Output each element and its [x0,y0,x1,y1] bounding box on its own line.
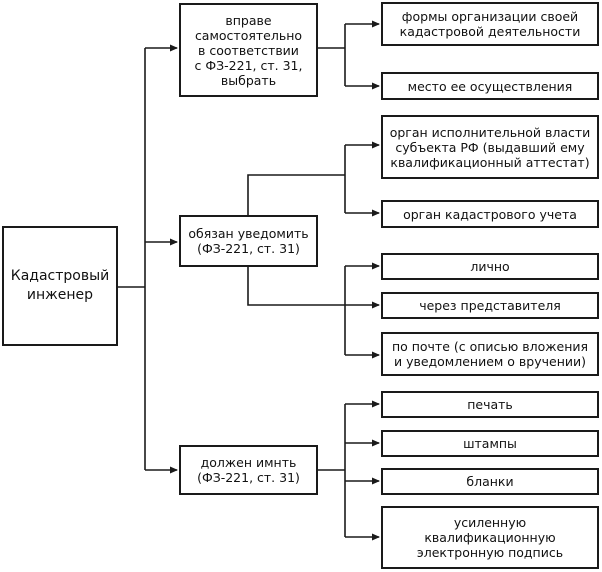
branch-choose: вправе самостоятельно в соответствии с Ф… [179,3,318,97]
branch-notify: обязан уведомить (ФЗ-221, ст. 31) [179,215,318,267]
item-blanks: бланки [381,468,599,495]
item-seal: печать [381,391,599,418]
item-executive-authority: орган исполнительной власти субъекта РФ … [381,115,599,179]
branch-must-have: должен имнть (ФЗ-221, ст. 31) [179,445,318,495]
item-in-person: лично [381,253,599,280]
item-stamps: штампы [381,430,599,457]
item-via-representative: через представителя [381,292,599,319]
item-electronic-signature: усиленную квалификационную электронную п… [381,506,599,569]
root-cadastral-engineer: Кадастровый инженер [2,226,118,346]
connector-notify-down [247,266,345,306]
item-activity-forms: формы организации своей кадастровой деят… [381,2,599,46]
item-cadastral-authority: орган кадастрового учета [381,200,599,228]
connector-notify-up [247,174,345,215]
item-activity-place: место ее осуществления [381,72,599,100]
item-by-mail: по почте (с описью вложения и уведомлени… [381,332,599,376]
